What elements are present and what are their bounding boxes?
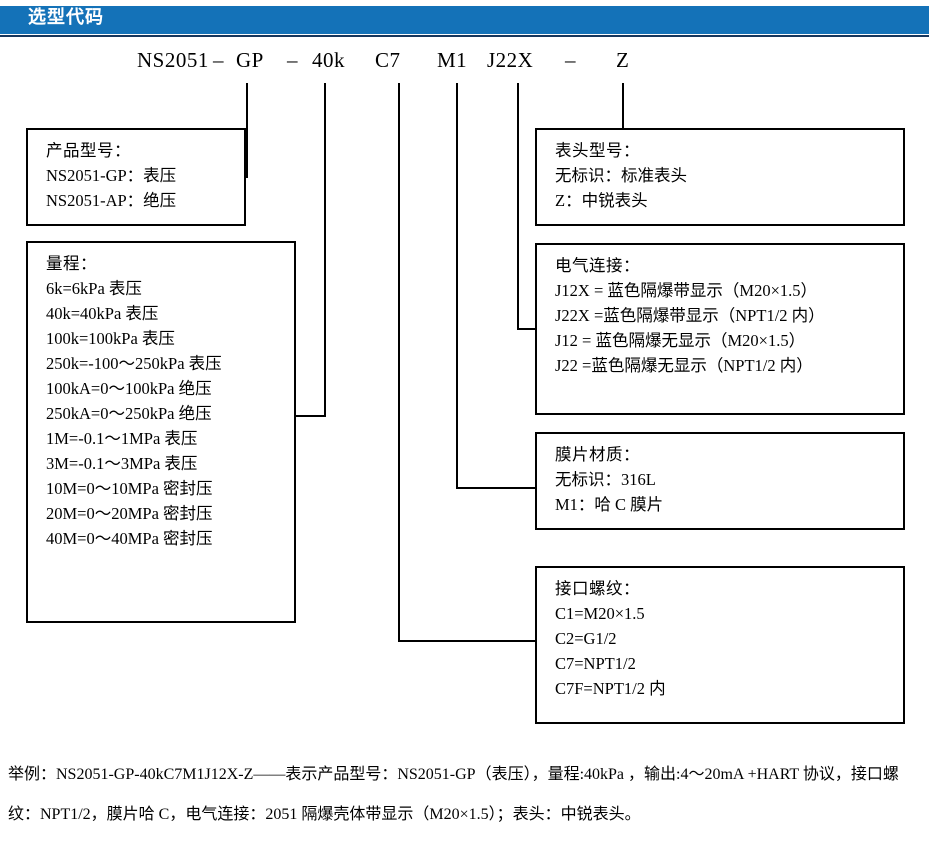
box-product-model-line-2: NS2051-AP：绝压 [46,191,177,210]
box-range-line-4: 250k=-100～250kPa 表压 [46,354,222,373]
box-electrical-connection: 电气连接： J12X = 蓝色隔爆带显示（M20×1.5） J22X =蓝色隔爆… [535,243,905,415]
box-product-model-title: 产品型号： [46,141,131,160]
box-range-line-7: 1M=-0.1～1MPa 表压 [46,429,198,448]
model-code-line: NS2051 – GP – 40k C7 M1 J22X – Z [0,48,929,78]
connector-thread-horizontal [398,640,536,642]
connector-electrical-vertical [517,83,519,330]
connector-thread-vertical [398,83,400,642]
box-head-model-line-1: 无标识：标准表头 [555,166,687,185]
box-range-line-10: 20M=0～20MPa 密封压 [46,504,213,523]
code-segment-head: Z [616,48,630,72]
example-text: 举例：NS2051-GP-40kC7M1J12X-Z——表示产品型号：NS205… [8,766,899,823]
box-diaphragm-material: 膜片材质： 无标识：316L M1：哈 C 膜片 [535,432,905,530]
section-header-bar [0,6,929,34]
box-thread-line-4: C7F=NPT1/2 内 [555,679,666,698]
box-product-model: 产品型号： NS2051-GP：表压 NS2051-AP：绝压 [26,128,246,226]
connector-diaphragm-horizontal [456,487,536,489]
header-divider [0,35,929,37]
connector-range-horizontal [290,415,326,417]
box-diaphragm-title: 膜片材质： [555,445,640,464]
box-range-title: 量程： [46,254,97,273]
box-electrical-line-4: J22 =蓝色隔爆无显示（NPT1/2 内） [555,356,813,375]
box-range-line-11: 40M=0～40MPa 密封压 [46,529,213,548]
box-range: 量程： 6k=6kPa 表压 40k=40kPa 表压 100k=100kPa … [26,241,296,623]
connector-head-vertical [622,83,624,128]
box-range-line-1: 6k=6kPa 表压 [46,279,142,298]
box-range-line-5: 100kA=0～100kPa 绝压 [46,379,212,398]
code-segment-type: GP [236,48,264,72]
box-diaphragm-line-2: M1：哈 C 膜片 [555,495,664,514]
box-range-line-8: 3M=-0.1～3MPa 表压 [46,454,198,473]
box-thread-line-2: C2=G1/2 [555,629,617,648]
box-range-line-6: 250kA=0～250kPa 绝压 [46,404,212,423]
code-segment-diaphragm: M1 [437,48,468,72]
box-electrical-line-3: J12 = 蓝色隔爆无显示（M20×1.5） [555,331,806,350]
box-head-model: 表头型号： 无标识：标准表头 Z：中锐表头 [535,128,905,226]
connector-electrical-horizontal [517,328,537,330]
code-separator-1: – [213,48,224,72]
example-description: 举例：NS2051-GP-40kC7M1J12X-Z——表示产品型号：NS205… [8,755,924,835]
code-separator-3: – [565,48,576,72]
box-range-line-9: 10M=0～10MPa 密封压 [46,479,213,498]
box-range-line-2: 40k=40kPa 表压 [46,304,159,323]
box-head-model-line-2: Z：中锐表头 [555,191,648,210]
code-segment-series: NS2051 [137,48,209,72]
connector-range-vertical [324,83,326,417]
connector-diaphragm-vertical [456,83,458,489]
box-thread-line-1: C1=M20×1.5 [555,604,645,623]
box-interface-thread: 接口螺纹： C1=M20×1.5 C2=G1/2 C7=NPT1/2 C7F=N… [535,566,905,724]
code-segment-range: 40k [312,48,345,72]
code-segment-electrical: J22X [487,48,534,72]
box-head-model-title: 表头型号： [555,141,640,160]
box-range-line-3: 100k=100kPa 表压 [46,329,175,348]
box-thread-title: 接口螺纹： [555,579,640,598]
box-thread-line-3: C7=NPT1/2 [555,654,636,673]
page-title: 选型代码 [28,7,104,27]
code-segment-thread: C7 [375,48,401,72]
box-electrical-line-1: J12X = 蓝色隔爆带显示（M20×1.5） [555,281,817,300]
box-electrical-line-2: J22X =蓝色隔爆带显示（NPT1/2 内） [555,306,825,325]
box-diaphragm-line-1: 无标识：316L [555,470,656,489]
box-product-model-line-1: NS2051-GP：表压 [46,166,177,185]
code-separator-2: – [287,48,298,72]
connector-type-vertical [246,83,248,177]
box-electrical-title: 电气连接： [555,256,640,275]
